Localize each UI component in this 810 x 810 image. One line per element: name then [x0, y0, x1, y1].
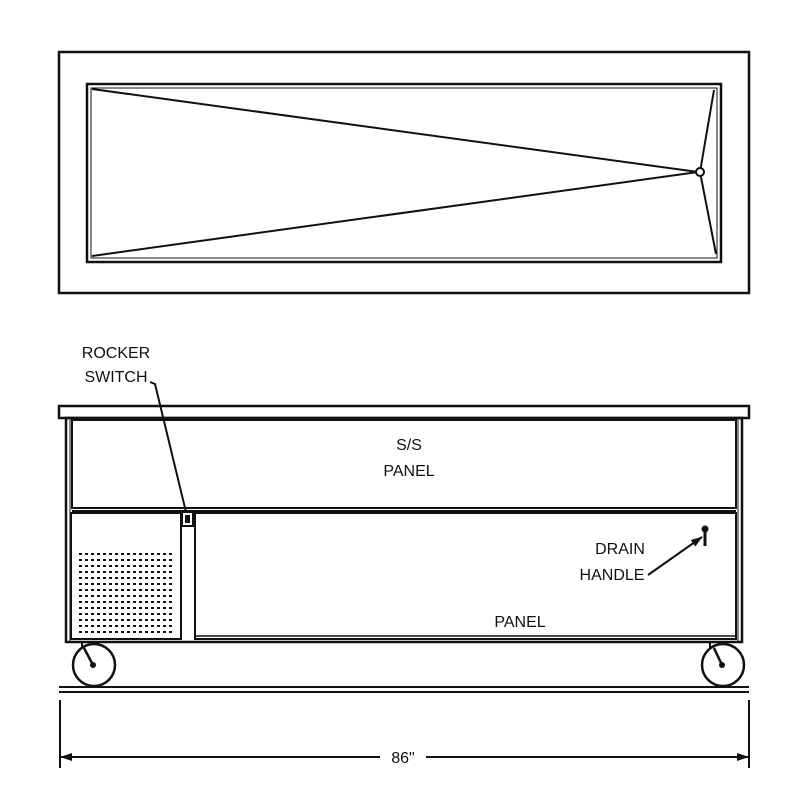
lower-panel [194, 512, 737, 640]
left-caster-fork [82, 647, 95, 666]
drain-handle-leader [647, 536, 703, 576]
callouts: ROCKER SWITCH S/S PANEL DRAIN HANDLE PAN… [82, 345, 703, 631]
panel-label: PANEL [494, 614, 545, 631]
front-view [57, 404, 751, 693]
slope-line-upper [91, 88, 699, 173]
ss-panel-label-line1: S/S [396, 437, 422, 454]
cabinet-body [64, 416, 744, 644]
rocker-switch-label-line1: ROCKER [82, 345, 150, 362]
ss-panel [71, 419, 737, 509]
compressor-housing [70, 512, 182, 640]
slope-line-lower [91, 171, 699, 257]
drain-handle-label-line2: HANDLE [580, 567, 645, 584]
ss-panel-label-line2: PANEL [383, 463, 434, 480]
slope-line-right-upper [699, 89, 715, 173]
drain-hole [695, 167, 705, 177]
rocker-switch [181, 511, 194, 527]
rocker-switch-label-line2: SWITCH [84, 369, 147, 386]
drain-handle-label-line1: DRAIN [595, 541, 645, 558]
width-dimension: 86" [59, 700, 750, 768]
rocker-switch-leader [149, 381, 187, 513]
right-caster-axle [719, 662, 725, 668]
top-basin-inner-edge [90, 87, 718, 259]
right-caster [700, 641, 746, 688]
left-caster [71, 641, 117, 688]
top-inner-basin [85, 82, 723, 264]
drain-handle-knob [701, 525, 709, 533]
vent-grille [79, 553, 175, 633]
left-caster-axle [90, 662, 96, 668]
right-caster-fork [712, 647, 724, 666]
top-view [57, 50, 751, 295]
width-dimension-label: 86" [391, 750, 414, 767]
slope-line-right-lower [699, 171, 717, 255]
rocker-switch-toggle [185, 515, 190, 523]
top-outer-frame [57, 50, 751, 295]
